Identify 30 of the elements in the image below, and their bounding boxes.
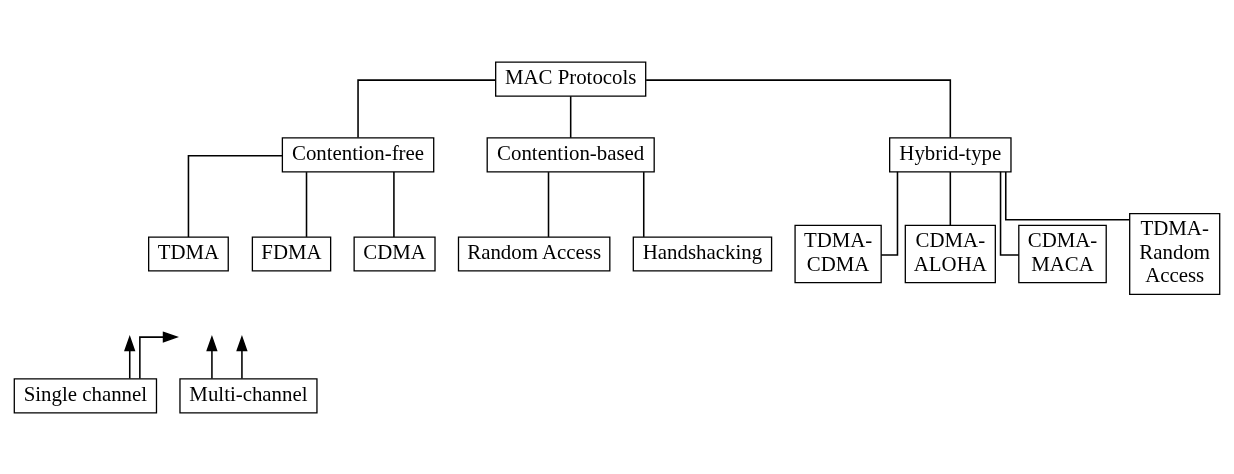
connector — [642, 170, 645, 238]
node-box: TDMA- CDMA — [794, 224, 882, 283]
node-box: TDMA — [148, 235, 229, 272]
node-box: Random Access — [457, 235, 611, 272]
arrow — [124, 334, 136, 379]
node-box: FDMA — [251, 235, 332, 272]
connector — [645, 78, 952, 138]
connector — [357, 78, 496, 138]
node-box: MAC Protocols — [495, 61, 647, 97]
arrow — [206, 334, 218, 379]
connector — [569, 95, 572, 139]
node-box: TDMA- Random Access — [1129, 212, 1221, 295]
node-box: Hybrid-type — [889, 136, 1012, 172]
connector — [949, 170, 952, 226]
node-box: CDMA- ALOHA — [904, 224, 996, 283]
node-box: Multi-channel — [179, 377, 318, 413]
connector — [305, 170, 308, 238]
arrow — [139, 330, 179, 379]
node-box: CDMA- MACA — [1018, 224, 1107, 283]
node-box: Contention-based — [486, 136, 655, 172]
arrow — [236, 334, 248, 379]
connector — [393, 170, 395, 238]
node-box: CDMA — [353, 235, 436, 272]
connector — [547, 170, 550, 238]
connector — [1004, 170, 1131, 220]
node-box: Handshacking — [632, 235, 773, 272]
connector — [999, 170, 1020, 256]
connector — [187, 154, 283, 238]
node-box: Single channel — [13, 377, 158, 413]
node-box: Contention-free — [281, 136, 435, 172]
